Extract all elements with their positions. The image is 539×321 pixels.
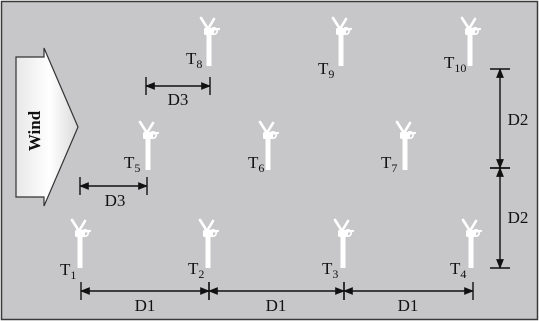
turbine-blade [331,16,342,31]
turbine-label-t1: T1 [60,260,76,282]
turbine-blade [402,131,417,136]
turbine-t1-icon [70,218,92,268]
dim-d2-b-label: D2 [508,208,529,227]
dim-d1-c-label: D1 [398,296,419,315]
turbine-tower [340,236,346,268]
turbine-blade [205,219,215,233]
turbine-t5-icon [138,120,160,170]
dimension-lines [79,68,510,300]
turbine-blade [145,131,160,136]
turbine-label-t10: T10 [444,53,466,75]
turbine-label-t4: T4 [450,259,466,281]
turbine-label-t8: T8 [186,49,202,71]
turbine-blade [460,16,471,31]
wind-label: Wind [25,110,44,151]
turbine-group: T1 T2 T3 T4 T5 T6 T7 T8 T9 T10 [60,16,483,282]
dim-d1-a-label: D1 [135,296,156,315]
turbine-blade [338,27,353,32]
dim-d3-b-label: D3 [105,191,126,210]
turbine-t2-icon [198,218,220,268]
dim-d2-a-label: D2 [508,110,529,129]
turbine-label-t2: T2 [188,259,204,281]
wind-arrow-icon: Wind [15,47,79,207]
turbine-label-t5: T5 [124,153,140,175]
turbine-t7-icon [395,120,417,170]
turbine-blade [340,219,350,233]
turbine-blade [467,17,477,31]
turbine-label-t6: T6 [248,153,264,175]
turbine-blade [265,131,280,136]
turbine-tower [265,138,271,170]
turbine-blade [468,219,478,233]
turbine-tower [77,236,83,268]
turbine-t4-icon [461,218,483,268]
turbine-label-t3: T3 [322,259,338,281]
turbine-hub [341,26,350,35]
dim-d3-a-label: D3 [168,90,189,109]
turbine-hub [149,131,158,140]
turbine-hub [471,229,480,238]
turbine-blade [338,17,348,31]
dim-d1-b-label: D1 [266,296,287,315]
turbine-blade [77,219,87,233]
turbine-blade [205,229,220,234]
turbine-tower [468,236,474,268]
turbine-tower [206,34,212,66]
turbine-blade [468,229,483,234]
turbine-blade [461,218,472,233]
turbine-blade [333,218,344,233]
turbine-hub [405,131,414,140]
turbine-blade [206,17,216,31]
turbine-tower [467,34,473,66]
turbine-tower [338,34,344,66]
turbine-blade [77,229,92,234]
turbine-blade [258,120,269,135]
turbine-blade [467,27,482,32]
turbine-t3-icon [333,218,355,268]
turbine-blade [145,121,155,135]
turbine-blade [395,120,406,135]
turbine-t9-icon [331,16,353,66]
turbine-t6-icon [258,120,280,170]
turbine-blade [265,121,275,135]
turbine-hub [343,229,352,238]
turbine-tower [402,138,408,170]
turbine-blade [206,27,221,32]
turbine-label-t7: T7 [381,153,397,175]
turbine-hub [268,131,277,140]
turbine-tower [145,138,151,170]
turbine-hub [210,26,219,35]
turbine-hub [209,229,218,238]
turbine-blade [70,218,81,233]
turbine-hub [470,26,479,35]
turbine-tower [205,236,211,268]
turbine-blade [138,120,149,135]
turbine-blade [340,229,355,234]
turbine-t10-icon [460,16,482,66]
turbine-hub [81,229,90,238]
turbine-t8-icon [199,16,221,66]
turbine-blade [198,218,209,233]
turbine-blade [199,16,210,31]
turbine-label-t9: T9 [318,59,334,81]
turbine-blade [402,121,412,135]
